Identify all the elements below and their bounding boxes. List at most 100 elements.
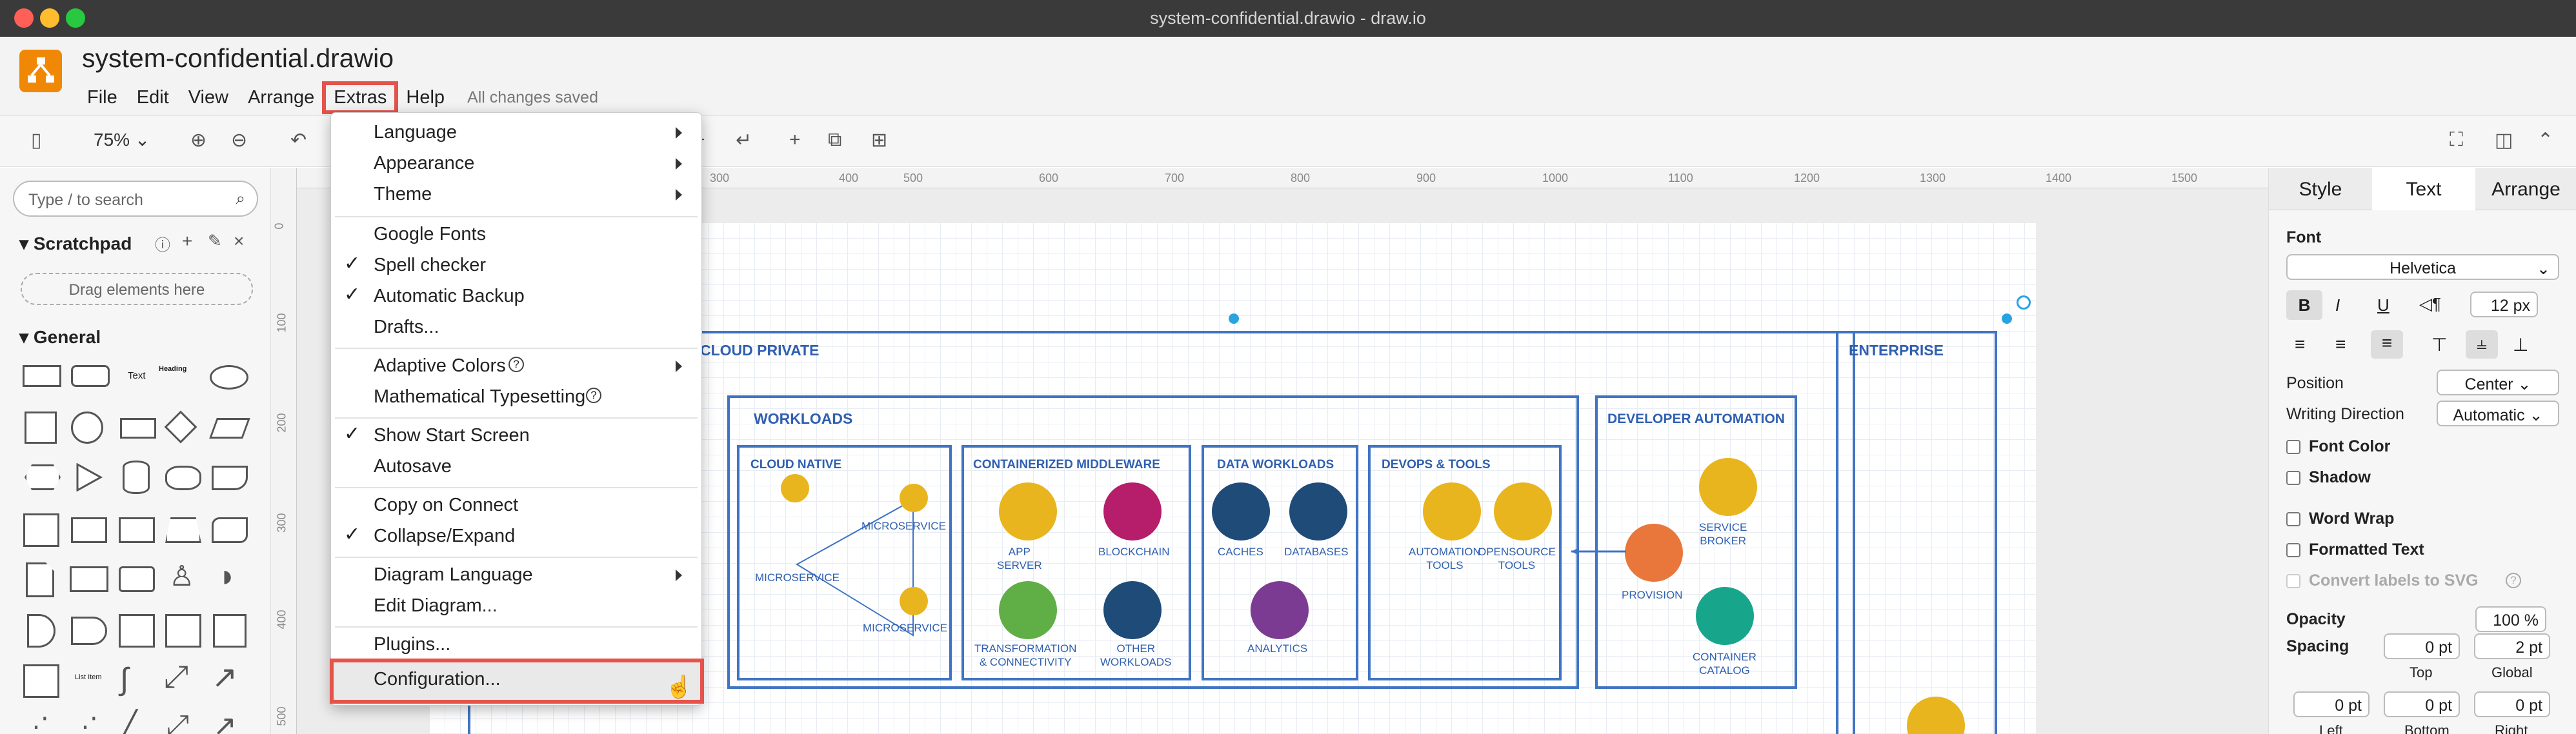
table-icon[interactable]: ⊞: [871, 130, 888, 151]
shape-trapezoid[interactable]: [165, 517, 201, 543]
undo-icon[interactable]: ↶: [290, 130, 307, 151]
connection-style-icon[interactable]: ↵: [736, 130, 752, 151]
shape-or-icon[interactable]: ◗: [218, 559, 237, 593]
shape-rectangle[interactable]: [23, 365, 61, 387]
cloud-native-container[interactable]: [737, 445, 952, 680]
container-catalog-icon[interactable]: [1696, 587, 1754, 645]
shape-list[interactable]: [23, 664, 59, 698]
shape-diamond[interactable]: [164, 410, 197, 444]
zoom-out-icon[interactable]: ⊖: [231, 130, 248, 151]
enterprise-container[interactable]: [1836, 331, 1997, 734]
align-middle-icon[interactable]: ⫨: [2466, 330, 2498, 359]
shape-card[interactable]: [70, 566, 108, 592]
shape-icon[interactable]: ⧉: [828, 129, 842, 150]
fullscreen-icon[interactable]: ⛶: [2450, 129, 2463, 150]
spacing-top-input[interactable]: 0 pt: [2384, 633, 2460, 659]
shape-bidirectional-arrow-icon[interactable]: ⤢: [164, 660, 189, 694]
menu-item-autosave[interactable]: Autosave: [374, 456, 452, 477]
align-right-icon[interactable]: ≡: [2371, 330, 2403, 359]
menu-item-mathematical-typesetting[interactable]: Mathematical Typesetting: [374, 386, 586, 407]
shape-hexagon[interactable]: [25, 464, 61, 490]
developer-automation-container[interactable]: [1595, 395, 1797, 689]
caches-icon[interactable]: [1212, 482, 1270, 541]
minimize-window-button[interactable]: [40, 8, 59, 28]
shape-heading[interactable]: Heading: [159, 365, 187, 373]
spacing-bottom-input[interactable]: 0 pt: [2384, 691, 2460, 717]
menu-item-diagram-language[interactable]: Diagram Language: [374, 564, 533, 585]
menu-item-automatic-backup[interactable]: Automatic Backup: [374, 286, 525, 306]
tab-style[interactable]: Style: [2269, 168, 2372, 210]
app-server-icon[interactable]: [999, 482, 1057, 541]
menu-file[interactable]: File: [87, 87, 117, 108]
shape-cloud[interactable]: [165, 466, 201, 490]
opacity-input[interactable]: 100 %: [2475, 606, 2546, 632]
align-top-icon[interactable]: ⊤: [2431, 335, 2448, 355]
font-family-select[interactable]: Helvetica⌄: [2286, 254, 2559, 280]
collapse-toolbar-icon[interactable]: ⌃: [2537, 130, 2554, 151]
menu-item-language[interactable]: Language: [374, 122, 458, 143]
microservice-icon[interactable]: [900, 587, 928, 615]
shape-curve-icon[interactable]: ∫: [120, 662, 129, 697]
menu-extras[interactable]: Extras: [322, 81, 399, 114]
automation-tools-icon[interactable]: [1423, 482, 1481, 541]
shape-list-item[interactable]: List Item: [75, 673, 102, 681]
close-window-button[interactable]: [14, 8, 34, 28]
devops-tools-container[interactable]: [1368, 445, 1562, 680]
databases-icon[interactable]: [1289, 482, 1347, 541]
menu-item-copy-on-connect[interactable]: Copy on Connect: [374, 495, 519, 515]
font-color-checkbox[interactable]: [2286, 440, 2300, 454]
shape-internal-storage[interactable]: [23, 513, 59, 547]
microservice-icon[interactable]: [781, 474, 809, 502]
formatted-text-checkbox[interactable]: [2286, 543, 2300, 557]
menu-item-appearance[interactable]: Appearance: [374, 153, 475, 174]
data-workloads-container[interactable]: [1202, 445, 1358, 680]
shape-callout[interactable]: [119, 566, 155, 592]
blockchain-icon[interactable]: [1103, 482, 1162, 541]
help-icon[interactable]: ?: [586, 388, 601, 403]
text-direction-icon[interactable]: ◁¶: [2419, 294, 2441, 313]
bold-button[interactable]: B: [2286, 290, 2322, 320]
opensource-tools-icon[interactable]: [1494, 482, 1552, 541]
menu-item-drafts[interactable]: Drafts...: [374, 317, 439, 337]
writing-direction-select[interactable]: Automatic ⌄: [2437, 401, 2559, 426]
zoom-in-icon[interactable]: ⊕: [190, 130, 207, 151]
shape-step[interactable]: [119, 517, 155, 543]
align-bottom-icon[interactable]: ⊥: [2513, 335, 2529, 355]
shape-ellipse[interactable]: [210, 365, 248, 390]
rotate-handle-icon[interactable]: [2017, 295, 2031, 310]
font-size-input[interactable]: 12 px: [2470, 292, 2538, 317]
tab-text[interactable]: Text: [2372, 168, 2475, 210]
shape-actor-icon[interactable]: ♙: [169, 560, 195, 592]
menu-item-google-fonts[interactable]: Google Fonts: [374, 224, 487, 244]
transformation-icon[interactable]: [999, 581, 1057, 639]
shape-connector-icon[interactable]: ⤢: [166, 709, 190, 734]
file-name[interactable]: system-confidential.drawio: [82, 43, 394, 73]
tab-arrange[interactable]: Arrange: [2475, 168, 2576, 210]
shape-circle[interactable]: [71, 412, 103, 444]
shape-arrow-icon[interactable]: ↗: [212, 660, 238, 695]
shape-search-input[interactable]: Type / to search⌕: [13, 181, 258, 217]
scratchpad-close-icon[interactable]: ×: [234, 231, 245, 251]
spacing-right-input[interactable]: 0 pt: [2474, 691, 2550, 717]
menu-item-edit-diagram[interactable]: Edit Diagram...: [374, 595, 498, 616]
shape-rounded-rectangle[interactable]: [71, 365, 110, 387]
general-header[interactable]: ▾ General: [19, 327, 101, 347]
menu-edit[interactable]: Edit: [136, 87, 169, 108]
menu-view[interactable]: View: [188, 87, 229, 108]
workloads-container[interactable]: [727, 395, 1579, 689]
menu-arrange[interactable]: Arrange: [248, 87, 315, 108]
shape-display[interactable]: [71, 617, 107, 645]
containerized-middleware-container[interactable]: [961, 445, 1191, 680]
shape-cube[interactable]: [71, 517, 107, 543]
spacing-left-input[interactable]: 0 pt: [2293, 691, 2370, 717]
shape-parallelogram[interactable]: [209, 418, 250, 439]
shape-delay[interactable]: [27, 614, 55, 648]
shape-cylinder[interactable]: [123, 461, 150, 494]
selection-handle[interactable]: [1229, 313, 1239, 324]
underline-button[interactable]: U: [2377, 295, 2390, 315]
shape-triangle[interactable]: [75, 463, 103, 491]
scratchpad-help-icon[interactable]: ⓘ: [155, 237, 170, 254]
microservice-icon[interactable]: [900, 484, 928, 512]
selection-handle[interactable]: [2002, 313, 2012, 324]
scratchpad-add-icon[interactable]: +: [182, 231, 193, 251]
